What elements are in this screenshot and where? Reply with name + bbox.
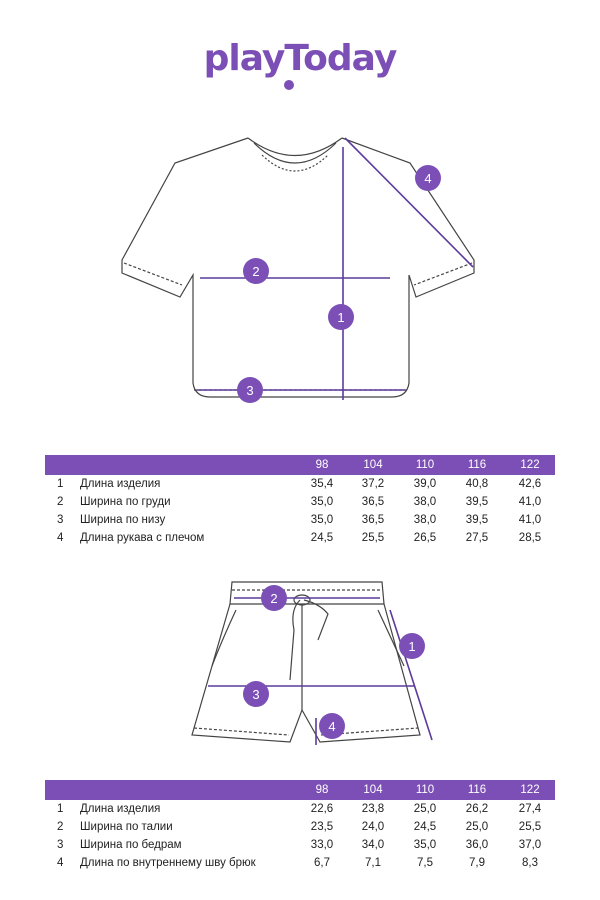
shorts-size-table: 98 104 110 116 122 1 Длина изделия 22,6 … [45, 780, 555, 872]
shorts-drawing: 1 2 3 4 [191, 581, 433, 745]
row-label: Длина рукава с плечом [80, 532, 205, 544]
cell-value: 36,5 [361, 496, 385, 508]
svg-text:2: 2 [252, 264, 259, 279]
table-row: 4 Длина по внутреннему шву брюк 6,7 7,1 … [45, 854, 555, 872]
row-number: 2 [57, 496, 64, 508]
callout-3: 3 [243, 681, 269, 707]
svg-text:4: 4 [328, 719, 335, 734]
svg-text:2: 2 [270, 591, 277, 606]
cell-value: 26,5 [413, 532, 437, 544]
svg-text:1: 1 [408, 639, 415, 654]
cell-value: 26,2 [465, 803, 489, 815]
tshirt-size-table: 98 104 110 116 122 1 Длина изделия 35,4 … [45, 455, 555, 547]
cell-value: 23,5 [310, 821, 334, 833]
callout-2: 2 [261, 585, 287, 611]
cell-value: 39,5 [465, 514, 489, 526]
cell-value: 37,2 [361, 478, 385, 490]
svg-text:3: 3 [246, 383, 253, 398]
cell-value: 7,1 [365, 857, 381, 869]
size-header: 116 [467, 784, 487, 796]
cell-value: 41,0 [518, 514, 542, 526]
cell-value: 38,0 [413, 496, 437, 508]
svg-text:4: 4 [424, 171, 431, 186]
svg-text:1: 1 [337, 310, 344, 325]
row-label: Длина по внутреннему шву брюк [80, 857, 256, 869]
cell-value: 23,8 [361, 803, 385, 815]
cell-value: 6,7 [314, 857, 330, 869]
size-header: 116 [467, 459, 487, 471]
size-header: 122 [520, 784, 540, 796]
cell-value: 24,5 [413, 821, 437, 833]
cell-value: 40,8 [465, 478, 489, 490]
table-row: 3 Ширина по низу 35,0 36,5 38,0 39,5 41,… [45, 511, 555, 529]
cell-value: 33,0 [310, 839, 334, 851]
callout-4: 4 [319, 713, 345, 739]
row-label: Длина изделия [80, 803, 161, 815]
table-row: 4 Длина рукава с плечом 24,5 25,5 26,5 2… [45, 529, 555, 547]
row-number: 4 [57, 857, 64, 869]
cell-value: 24,5 [310, 532, 334, 544]
logo-dot [284, 80, 294, 90]
callout-2: 2 [243, 258, 269, 284]
cell-value: 42,6 [518, 478, 542, 490]
table-header: 98 104 110 116 122 [45, 780, 555, 800]
brand-logo: playToday [203, 38, 398, 79]
table-row: 1 Длина изделия 35,4 37,2 39,0 40,8 42,6 [45, 475, 555, 493]
cell-value: 7,9 [469, 857, 485, 869]
cell-value: 35,0 [310, 514, 334, 526]
size-header: 98 [315, 784, 329, 796]
cell-value: 25,5 [361, 532, 385, 544]
callout-1: 1 [328, 304, 354, 330]
row-number: 1 [57, 803, 64, 815]
cell-value: 39,5 [465, 496, 489, 508]
cell-value: 38,0 [413, 514, 437, 526]
cell-value: 28,5 [518, 532, 542, 544]
row-number: 4 [57, 532, 64, 544]
cell-value: 25,0 [465, 821, 489, 833]
table-row: 2 Ширина по талии 23,5 24,0 24,5 25,0 25… [45, 818, 555, 836]
cell-value: 39,0 [413, 478, 437, 490]
cell-value: 37,0 [518, 839, 542, 851]
cell-value: 27,4 [518, 803, 542, 815]
row-label: Ширина по низу [80, 514, 166, 526]
size-header: 122 [520, 459, 540, 471]
row-number: 1 [57, 478, 64, 490]
cell-value: 7,5 [417, 857, 433, 869]
cell-value: 41,0 [518, 496, 542, 508]
tshirt-drawing: 1 2 3 4 [121, 137, 475, 403]
table-row: 3 Ширина по бедрам 33,0 34,0 35,0 36,0 3… [45, 836, 555, 854]
row-label: Ширина по талии [80, 821, 173, 833]
cell-value: 34,0 [361, 839, 385, 851]
callout-1: 1 [399, 633, 425, 659]
table-row: 2 Ширина по груди 35,0 36,5 38,0 39,5 41… [45, 493, 555, 511]
cell-value: 25,5 [518, 821, 542, 833]
cell-value: 35,0 [413, 839, 437, 851]
cell-value: 35,4 [310, 478, 334, 490]
cell-value: 25,0 [413, 803, 437, 815]
size-header: 104 [363, 459, 383, 471]
table-header: 98 104 110 116 122 [45, 455, 555, 475]
row-number: 3 [57, 839, 64, 851]
table-row: 1 Длина изделия 22,6 23,8 25,0 26,2 27,4 [45, 800, 555, 818]
cell-value: 35,0 [310, 496, 334, 508]
callout-4: 4 [415, 165, 441, 191]
size-header: 104 [363, 784, 383, 796]
cell-value: 22,6 [310, 803, 334, 815]
cell-value: 24,0 [361, 821, 385, 833]
cell-value: 36,0 [465, 839, 489, 851]
row-number: 3 [57, 514, 64, 526]
row-number: 2 [57, 821, 64, 833]
svg-text:3: 3 [252, 687, 259, 702]
row-label: Ширина по бедрам [80, 839, 182, 851]
cell-value: 8,3 [522, 857, 538, 869]
row-label: Длина изделия [80, 478, 161, 490]
size-header: 110 [415, 459, 435, 471]
size-header: 98 [315, 459, 329, 471]
row-label: Ширина по груди [80, 496, 171, 508]
callout-3: 3 [237, 377, 263, 403]
size-header: 110 [415, 784, 435, 796]
cell-value: 27,5 [465, 532, 489, 544]
cell-value: 36,5 [361, 514, 385, 526]
